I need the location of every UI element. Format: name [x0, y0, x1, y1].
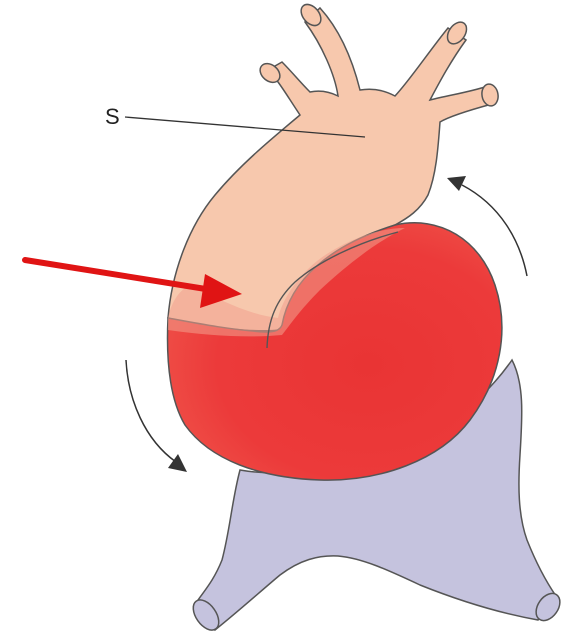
label-s-text: S [105, 104, 120, 129]
